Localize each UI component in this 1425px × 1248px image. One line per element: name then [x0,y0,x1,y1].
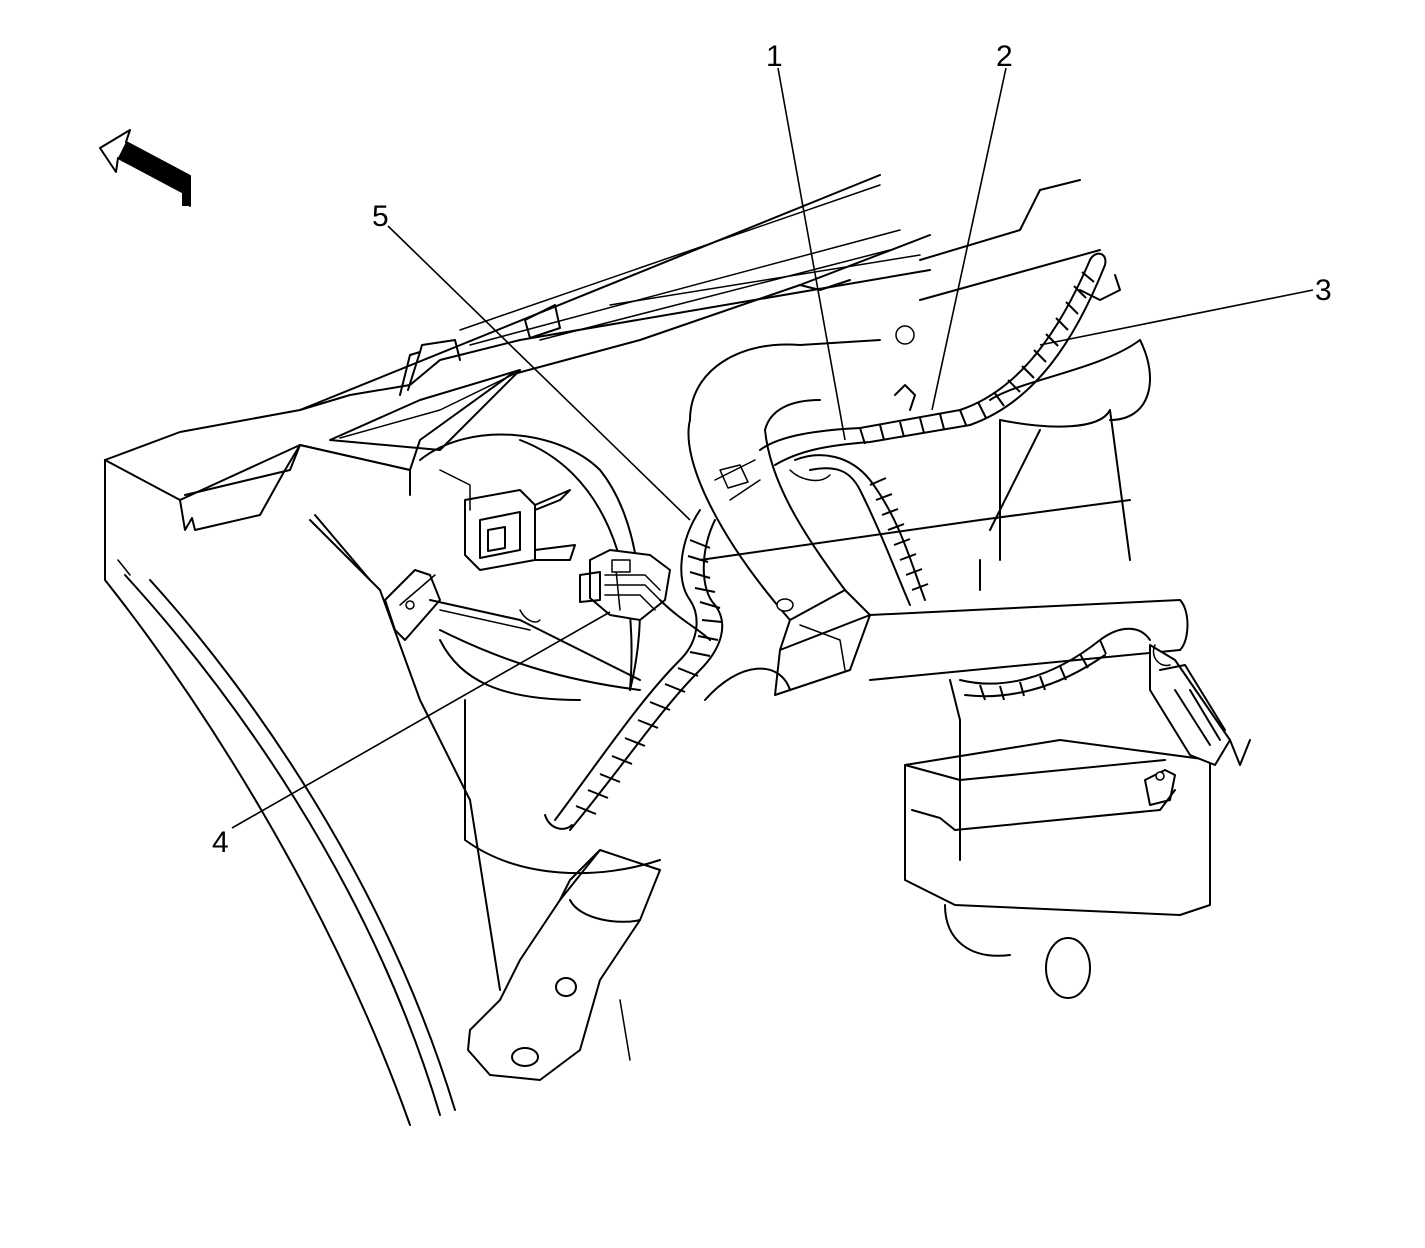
callout-3: 3 [1315,274,1332,307]
callout-1: 1 [766,40,783,73]
harness-wire-left [544,509,724,831]
upper-right-structure [895,179,1151,591]
leader-line-2 [931,67,1007,411]
air-duct [687,339,881,696]
right-bracket-assembly [904,679,1211,999]
right-connector [959,627,1251,766]
callout-2: 2 [996,40,1013,73]
cross-member [699,499,1189,701]
blower-housing [419,433,661,875]
mounting-bracket [467,849,661,1081]
leader-line-5 [387,225,691,521]
leader-line-1 [777,67,846,441]
control-module [439,469,576,571]
harness-wire-upper [759,252,1107,466]
callout-labels: 1 2 3 4 5 [212,40,1332,859]
harness-connector [579,549,671,621]
fender-outline [104,459,456,1126]
leader-line-4 [231,611,611,829]
callout-4: 4 [212,826,229,859]
harness-wire-center [789,454,929,606]
leader-line-3 [1039,289,1314,346]
forward-direction-arrow-icon [99,129,191,207]
callout-5: 5 [372,200,389,233]
cowl-panel [104,174,931,531]
lower-bracket [309,514,501,991]
leader-lines [231,67,1314,829]
